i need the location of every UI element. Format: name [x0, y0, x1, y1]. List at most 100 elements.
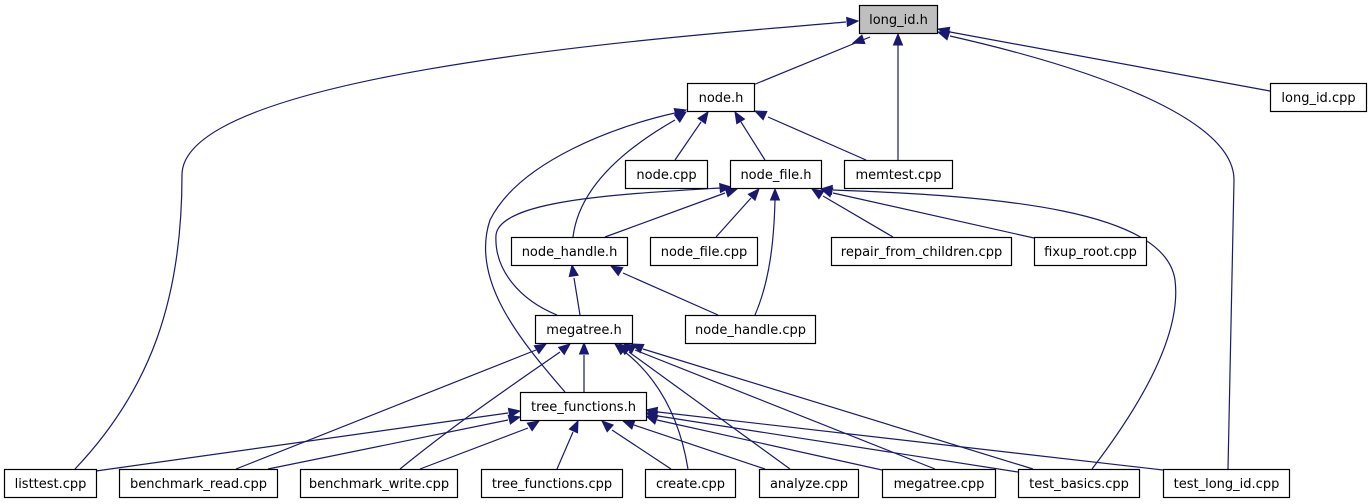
edge-line: [656, 419, 883, 471]
node-megatree-h[interactable]: megatree.h: [534, 314, 634, 345]
edge-megatree_h-to-node_file_h: [495, 182, 733, 316]
node-box[interactable]: [1269, 82, 1368, 113]
edge-megatree_cpp-to-megatree_h: [622, 343, 936, 470]
edge-benchmark_write_cpp-to-megatree_h: [399, 343, 572, 470]
edge-line: [235, 349, 537, 470]
node-benchmark-write-cpp[interactable]: benchmark_write.cpp: [299, 468, 459, 499]
node-node-h[interactable]: node.h: [686, 82, 756, 113]
edge-line: [399, 351, 561, 470]
arrowhead-icon: [753, 110, 768, 121]
node-fixup-root-cpp[interactable]: fixup_root.cpp: [1033, 236, 1148, 267]
arrowhead-icon: [526, 420, 541, 432]
edge-benchmark_write_cpp-to-tree_functions_h: [419, 420, 541, 470]
edge-node_file_cpp-to-node_file_h: [715, 188, 760, 238]
arrowhead-icon: [568, 419, 579, 434]
node-analyze-cpp[interactable]: analyze.cpp: [758, 468, 860, 499]
edge-line: [740, 121, 766, 161]
node-node-handle-h[interactable]: node_handle.h: [510, 236, 629, 267]
node-node-file-h[interactable]: node_file.h: [729, 159, 823, 190]
edge-line: [949, 31, 1271, 92]
edge-line: [634, 349, 936, 470]
arrowhead-icon: [507, 407, 522, 419]
node-label: listtest.cpp: [15, 477, 87, 492]
arrowhead-icon: [697, 110, 709, 125]
node-label: memtest.cpp: [855, 168, 941, 183]
node-repair-from-children-cpp[interactable]: repair_from_children.cpp: [830, 236, 1013, 267]
node-box[interactable]: [3, 468, 98, 499]
edge-line: [715, 197, 752, 238]
node-listtest-cpp[interactable]: listtest.cpp: [3, 468, 98, 499]
node-box[interactable]: [729, 159, 823, 190]
node-long-id-cpp[interactable]: long_id.cpp: [1269, 82, 1368, 113]
node-box[interactable]: [519, 391, 648, 422]
node-test-long-id-cpp[interactable]: test_long_id.cpp: [1162, 468, 1291, 499]
node-box[interactable]: [510, 236, 629, 267]
node-tree-functions-h[interactable]: tree_functions.h: [519, 391, 648, 422]
node-box[interactable]: [1033, 236, 1148, 267]
edge-line: [832, 189, 1177, 470]
node-long-id-h[interactable]: long_id.h: [858, 4, 939, 35]
edge-line: [484, 112, 676, 393]
edge-line: [949, 35, 1235, 470]
node-label: benchmark_write.cpp: [309, 477, 449, 492]
node-tree-functions-cpp[interactable]: tree_functions.cpp: [480, 468, 624, 499]
node-box[interactable]: [534, 314, 634, 345]
edge-line: [752, 36, 871, 86]
node-node-handle-cpp[interactable]: node_handle.cpp: [684, 314, 817, 345]
node-benchmark-read-cpp[interactable]: benchmark_read.cpp: [118, 468, 279, 499]
node-box[interactable]: [758, 468, 860, 499]
node-create-cpp[interactable]: create.cpp: [644, 468, 737, 499]
arrowhead-icon: [644, 406, 659, 418]
node-label: test_basics.cpp: [1029, 477, 1129, 492]
edge-line: [95, 412, 509, 472]
arrowhead-icon: [936, 30, 951, 41]
node-box[interactable]: [644, 468, 737, 499]
node-label: node.cpp: [636, 168, 696, 183]
edge-test_long_id_cpp-to-long_id_h: [936, 30, 1235, 470]
node-label: long_id.cpp: [1281, 91, 1355, 106]
node-box[interactable]: [686, 82, 756, 113]
node-memtest-cpp[interactable]: memtest.cpp: [843, 159, 954, 190]
node-label: tree_functions.h: [531, 400, 636, 415]
edge-line: [573, 277, 581, 316]
node-node-cpp[interactable]: node.cpp: [624, 159, 709, 190]
arrowhead-icon: [533, 343, 548, 355]
arrowhead-icon: [769, 187, 781, 201]
edge-node_cpp-to-node_h: [674, 110, 709, 161]
edge-line: [832, 192, 1035, 239]
node-box[interactable]: [684, 314, 817, 345]
node-box[interactable]: [830, 236, 1013, 267]
node-box[interactable]: [299, 468, 459, 499]
node-megatree-cpp[interactable]: megatree.cpp: [881, 468, 997, 499]
arrowhead-icon: [621, 420, 636, 430]
node-box[interactable]: [624, 159, 709, 190]
edge-line: [74, 21, 847, 470]
edge-line: [822, 195, 894, 238]
node-box[interactable]: [843, 159, 954, 190]
edge-line: [633, 424, 766, 470]
node-box[interactable]: [1162, 468, 1291, 499]
node-box[interactable]: [480, 468, 624, 499]
arrowhead-icon: [609, 265, 624, 277]
node-box[interactable]: [649, 236, 759, 267]
edge-test_basics_cpp-to-tree_functions_h: [644, 410, 1019, 473]
node-label: node_handle.h: [522, 245, 618, 260]
node-label: tree_functions.cpp: [492, 477, 612, 492]
node-box[interactable]: [881, 468, 997, 499]
node-box[interactable]: [1017, 468, 1141, 499]
node-test-basics-cpp[interactable]: test_basics.cpp: [1017, 468, 1141, 499]
edge-line: [267, 419, 509, 470]
node-node-file-cpp[interactable]: node_file.cpp: [649, 236, 759, 267]
node-label: create.cpp: [656, 477, 725, 492]
nodes-layer: long_id.h node.h long_id.cpp node.cpp node_f…: [3, 4, 1368, 499]
node-label: node_file.cpp: [661, 245, 748, 260]
node-label: test_long_id.cpp: [1174, 477, 1280, 492]
node-label: benchmark_read.cpp: [130, 477, 267, 492]
node-box[interactable]: [858, 4, 939, 35]
edge-benchmark_read_cpp-to-tree_functions_h: [267, 414, 522, 470]
node-box[interactable]: [118, 468, 279, 499]
edge-line: [674, 121, 702, 161]
edge-memtest_cpp-to-node_h: [753, 110, 867, 161]
edge-line: [622, 272, 719, 316]
edge-line: [419, 427, 529, 470]
